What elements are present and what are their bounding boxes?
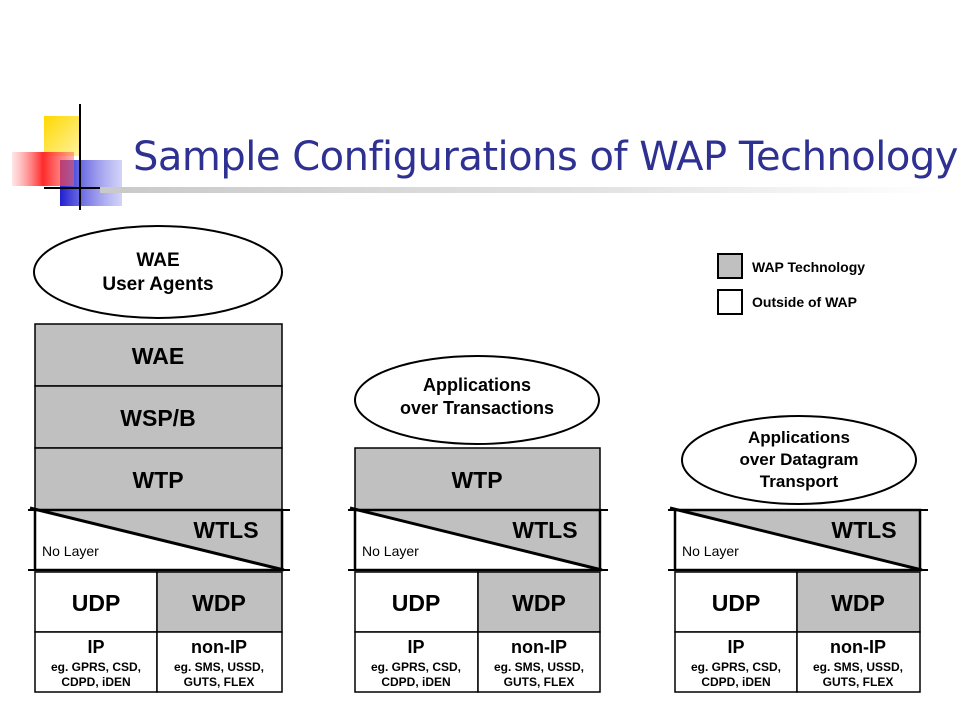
app-label-line: Applications bbox=[748, 428, 850, 447]
app-label-line: User Agents bbox=[102, 274, 213, 295]
ip-detail: CDPD, iDEN bbox=[381, 675, 450, 689]
legend: WAP Technology Outside of WAP bbox=[717, 253, 865, 315]
ip-detail: CDPD, iDEN bbox=[701, 675, 770, 689]
bearer-ip bbox=[674, 631, 798, 693]
non-ip-label: non-IP bbox=[830, 637, 886, 657]
layer-wtls: WTLS No Layer bbox=[348, 506, 608, 572]
app-label-line: Applications bbox=[423, 375, 531, 395]
wtls-label: WTLS bbox=[193, 517, 258, 543]
layer-wtls: WTLS No Layer bbox=[28, 506, 290, 572]
wdp-label: WDP bbox=[512, 590, 566, 616]
layer-label: WTP bbox=[132, 467, 183, 493]
stack-datagram: Applications over Datagram Transport WTL… bbox=[668, 415, 928, 693]
non-ip-detail: GUTS, FLEX bbox=[184, 675, 255, 689]
layer-wae bbox=[34, 323, 283, 387]
layer-wtls: WTLS No Layer bbox=[668, 506, 928, 572]
legend-label-wap: WAP Technology bbox=[752, 259, 865, 275]
layer-wtp bbox=[34, 447, 283, 511]
layer-udp bbox=[354, 571, 479, 633]
wdp-label: WDP bbox=[831, 590, 885, 616]
non-ip-detail: GUTS, FLEX bbox=[504, 675, 575, 689]
non-ip-detail: GUTS, FLEX bbox=[823, 675, 894, 689]
layer-udp bbox=[674, 571, 798, 633]
legend-swatch-outside bbox=[717, 289, 743, 315]
layer-label: WAE bbox=[132, 343, 184, 369]
layer-wdp bbox=[477, 571, 601, 633]
udp-label: UDP bbox=[392, 590, 441, 616]
layer-label: WSP/B bbox=[120, 405, 195, 431]
app-ellipse bbox=[681, 415, 917, 505]
non-ip-label: non-IP bbox=[511, 637, 567, 657]
wtls-label: WTLS bbox=[512, 517, 577, 543]
legend-label-outside: Outside of WAP bbox=[752, 294, 857, 310]
no-layer-label: No Layer bbox=[682, 543, 739, 559]
app-ellipse bbox=[354, 355, 600, 445]
no-layer-label: No Layer bbox=[362, 543, 419, 559]
stack-transactions: Applications over Transactions WTP WTLS … bbox=[348, 355, 608, 693]
slide-logo bbox=[12, 104, 122, 210]
non-ip-label: non-IP bbox=[191, 637, 247, 657]
no-layer-label: No Layer bbox=[42, 543, 99, 559]
ip-label: IP bbox=[407, 637, 424, 657]
ip-detail: eg. GPRS, CSD, bbox=[691, 660, 781, 674]
layer-label: WTP bbox=[451, 467, 502, 493]
ip-detail: eg. GPRS, CSD, bbox=[371, 660, 461, 674]
bearer-non-ip bbox=[477, 631, 601, 693]
title-underline bbox=[100, 187, 940, 193]
wtls-label: WTLS bbox=[831, 517, 896, 543]
ip-label: IP bbox=[727, 637, 744, 657]
logo-yellow-square bbox=[44, 116, 80, 156]
non-ip-detail: eg. SMS, USSD, bbox=[494, 660, 584, 674]
wdp-label: WDP bbox=[192, 590, 246, 616]
app-label-line: over Datagram bbox=[739, 450, 858, 469]
slide-title: Sample Configurations of WAP Technology bbox=[133, 134, 958, 180]
non-ip-detail: eg. SMS, USSD, bbox=[174, 660, 264, 674]
stack-full: WAE User Agents WAE WSP/B WTP WTLS No La… bbox=[28, 225, 290, 693]
layer-wtp bbox=[354, 447, 601, 511]
bearer-non-ip bbox=[156, 631, 283, 693]
logo-red-bar bbox=[12, 152, 74, 186]
app-ellipse bbox=[33, 225, 283, 319]
app-label-line: over Transactions bbox=[400, 398, 554, 418]
ip-label: IP bbox=[87, 637, 104, 657]
app-label-line: WAE bbox=[136, 250, 179, 271]
udp-label: UDP bbox=[72, 590, 121, 616]
ip-detail: eg. GPRS, CSD, bbox=[51, 660, 141, 674]
bearer-non-ip bbox=[796, 631, 921, 693]
udp-label: UDP bbox=[712, 590, 761, 616]
non-ip-detail: eg. SMS, USSD, bbox=[813, 660, 903, 674]
app-label-line: Transport bbox=[760, 472, 839, 491]
ip-detail: CDPD, iDEN bbox=[61, 675, 130, 689]
legend-swatch-wap bbox=[717, 253, 743, 279]
